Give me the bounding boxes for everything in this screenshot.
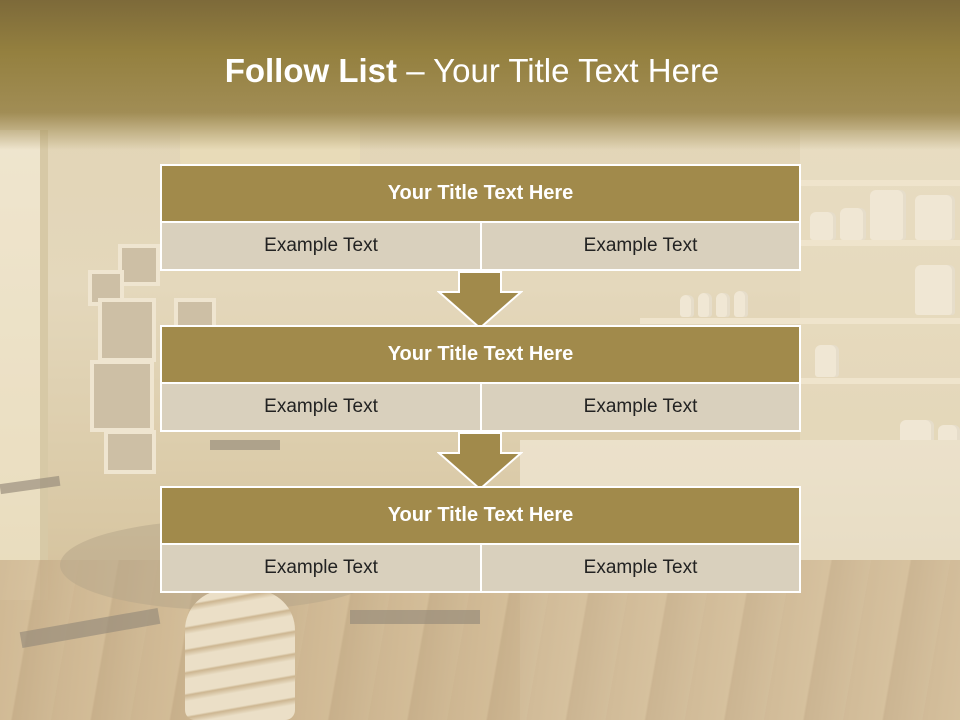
follow-list-item: Your Title Text Here Example Text Exampl… [160,164,801,271]
background-picture-frame [104,430,156,474]
background-shelf [800,378,960,384]
background-chair [350,610,480,624]
follow-item-title: Your Title Text Here [162,166,799,221]
background-jar [870,190,906,240]
background-shelf [800,240,960,246]
down-arrow-icon [437,271,523,329]
follow-item-left-text: Example Text [162,223,480,269]
follow-item-left-text: Example Text [162,545,480,591]
background-jar [680,295,694,317]
follow-list-item: Your Title Text Here Example Text Exampl… [160,325,801,432]
follow-item-right-text: Example Text [482,545,799,591]
down-arrow-icon [437,432,523,490]
background-table-base [185,590,295,720]
follow-item-title: Your Title Text Here [162,488,799,543]
follow-item-right-text: Example Text [482,384,799,430]
background-chair [210,440,280,450]
background-jar [716,293,730,317]
follow-list-item: Your Title Text Here Example Text Exampl… [160,486,801,593]
slide-title-bold: Follow List [224,52,398,89]
background-jar [840,208,866,240]
background-jar [698,293,712,317]
background-window [0,130,48,600]
follow-item-right-text: Example Text [482,223,799,269]
slide-title-rest: – Your Title Text Here [397,52,720,89]
slide-title: Follow List – Your Title Text Here [0,52,944,90]
follow-item-title: Your Title Text Here [162,327,799,382]
background-jar [810,212,836,240]
background-jar [915,265,955,315]
background-picture-frame [118,244,160,286]
background-jar [915,195,955,240]
header-bar [0,0,960,150]
follow-item-left-text: Example Text [162,384,480,430]
background-jar [734,291,748,317]
background-jar [815,345,839,377]
background-shelf [800,180,960,186]
background-shelf [640,318,960,324]
